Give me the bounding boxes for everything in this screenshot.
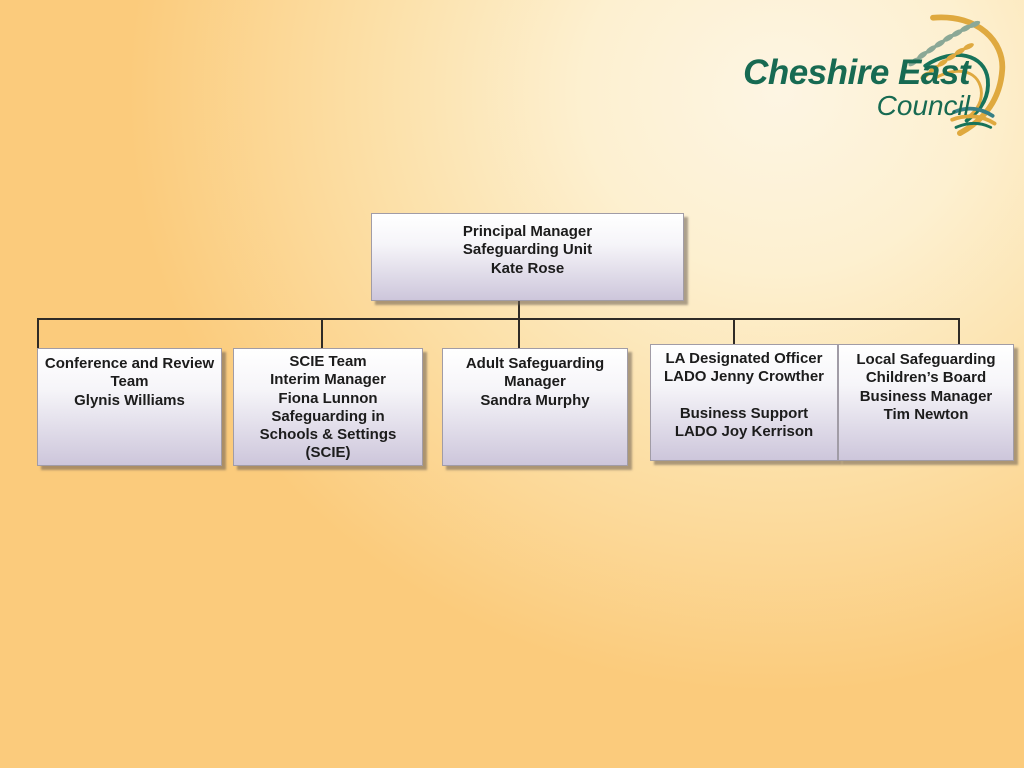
org-box-principal-manager: Principal Manager Safeguarding Unit Kate…	[371, 213, 684, 301]
org-box-conference-review-team: Conference and Review Team Glynis Willia…	[37, 348, 222, 466]
connector-root-vertical	[518, 300, 520, 348]
connector-horizontal	[37, 318, 960, 320]
logo-text: Cheshire East Council	[743, 55, 970, 120]
org-box-local-safeguarding-childrens-board: Local Safeguarding Children’s Board Busi…	[838, 344, 1014, 461]
logo-title: Cheshire East	[743, 53, 970, 92]
org-box-la-designated-officer: LA Designated Officer LADO Jenny Crowthe…	[650, 344, 838, 461]
connector-drop-lscb	[958, 318, 960, 344]
org-box-adult-safeguarding: Adult Safeguarding Manager Sandra Murphy	[442, 348, 628, 466]
connector-drop-scie	[321, 318, 323, 348]
wheat-sheaf-icon	[908, 14, 1006, 137]
connector-drop-lado	[733, 318, 735, 344]
org-box-scie-team: SCIE Team Interim Manager Fiona Lunnon S…	[233, 348, 423, 466]
cheshire-east-council-logo: Cheshire East Council	[743, 0, 1024, 150]
logo-subtitle: Council	[876, 90, 970, 121]
connector-drop-conference	[37, 318, 39, 348]
